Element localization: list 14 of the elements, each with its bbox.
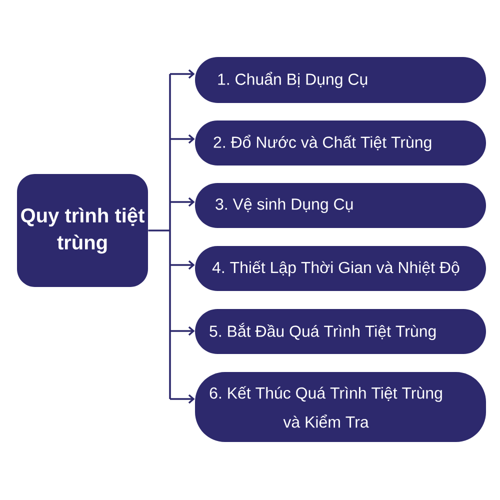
step-box: 6. Kết Thúc Quá Trình Tiệt Trùng và Kiểm Tra [195, 372, 486, 442]
step-box: 2. Đổ Nước và Chất Tiệt Trùng [195, 120, 486, 166]
step-box: 3. Vệ sinh Dụng Cụ [195, 183, 486, 228]
step-box: 1. Chuẩn Bị Dụng Cụ [195, 57, 486, 103]
connector-arrow [170, 394, 195, 404]
connector-arrow [170, 69, 195, 79]
connector-line [147, 73, 171, 400]
connector-arrow [170, 326, 195, 336]
topic-box: Quy trình tiệt trùng [17, 174, 148, 287]
connector-arrow [170, 134, 195, 144]
connector-arrow [170, 197, 195, 207]
connector-arrow [170, 260, 195, 270]
step-box: 5. Bắt Đầu Quá Trình Tiệt Trùng [195, 309, 486, 354]
step-box: 4. Thiết Lập Thời Gian và Nhiệt Độ [195, 246, 486, 291]
